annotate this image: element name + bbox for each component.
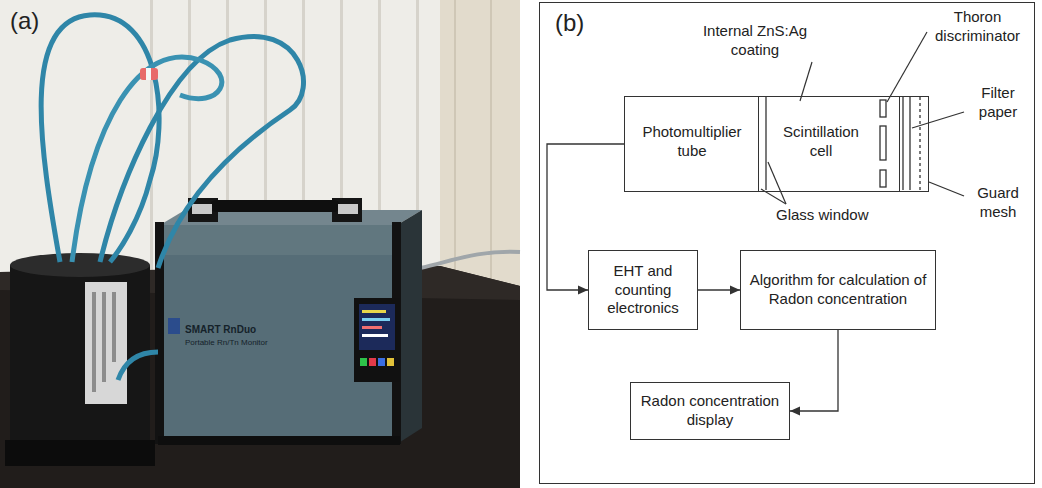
part-label: Internal ZnS:Ag coating bbox=[690, 22, 820, 60]
node-text: Scintillation cell bbox=[773, 123, 869, 161]
connector-arrow bbox=[547, 144, 624, 295]
part-label: Guard mesh bbox=[968, 184, 1028, 222]
device-photo bbox=[362, 326, 382, 329]
scintillation-cell: Scintillation cell bbox=[758, 96, 900, 192]
detector-housing: Photomultiplier tube Scintillation cell bbox=[624, 96, 929, 192]
device-photo bbox=[100, 36, 304, 268]
device-photo bbox=[10, 253, 150, 277]
device-photo bbox=[420, 252, 520, 268]
connector-arrow bbox=[790, 330, 838, 416]
node-text: Algorithm for calculation of Radon conce… bbox=[749, 271, 927, 309]
device-photo bbox=[72, 57, 222, 262]
connector-line bbox=[790, 330, 838, 411]
process-box: Algorithm for calculation of Radon conce… bbox=[740, 250, 936, 330]
device-photo bbox=[158, 436, 400, 445]
device-photo bbox=[369, 358, 376, 366]
device-photo bbox=[362, 334, 388, 337]
panel-label: (a) bbox=[10, 6, 70, 36]
device-photo bbox=[454, 0, 456, 300]
device-photo bbox=[0, 0, 520, 488]
device-photo bbox=[146, 68, 151, 80]
device-photo bbox=[168, 318, 180, 334]
device-subtitle: Portable Rn/Tn Monitor bbox=[185, 338, 345, 348]
connector-line bbox=[547, 144, 624, 290]
leader-line bbox=[761, 32, 964, 204]
detector-internals bbox=[765, 97, 766, 190]
device-photo bbox=[118, 352, 158, 380]
arrow-head bbox=[790, 407, 800, 416]
detector-internals bbox=[880, 126, 886, 160]
device-photo bbox=[160, 225, 397, 255]
device-photo bbox=[360, 358, 367, 366]
detector-internals bbox=[880, 170, 886, 187]
device-photo bbox=[140, 68, 158, 80]
part-label: Filter paper bbox=[968, 84, 1028, 122]
leader-line bbox=[887, 32, 927, 102]
device-brand: SMART RnDuo bbox=[185, 324, 345, 337]
device-photo bbox=[192, 204, 212, 214]
leader-line bbox=[768, 162, 786, 204]
detector-internals bbox=[902, 97, 903, 190]
detector-internals bbox=[880, 100, 886, 117]
part-label: Thoron discriminator bbox=[925, 8, 1030, 46]
device-photo bbox=[378, 358, 385, 366]
detector-internals bbox=[909, 97, 910, 190]
device-photo bbox=[85, 282, 127, 404]
process-box: EHT and counting electronics bbox=[588, 250, 698, 330]
display-box: Radon concentration display bbox=[630, 382, 790, 440]
arrow-head bbox=[730, 286, 740, 295]
device-photo bbox=[150, 0, 153, 280]
device-photo bbox=[5, 440, 155, 466]
node-text: Radon concentration display bbox=[639, 392, 781, 430]
device-photo bbox=[210, 200, 340, 212]
part-label: Glass window bbox=[776, 206, 896, 225]
arrow-head bbox=[578, 286, 588, 295]
leader-line bbox=[912, 112, 964, 128]
device-photo bbox=[387, 358, 394, 366]
device-photo bbox=[92, 292, 96, 392]
device-photo bbox=[0, 0, 520, 488]
leader-line bbox=[929, 182, 964, 196]
device-photo bbox=[362, 318, 390, 321]
node-text: EHT and counting electronics bbox=[597, 262, 689, 318]
node-text: Photomultiplier tube bbox=[631, 123, 753, 161]
connector-arrow bbox=[698, 286, 740, 295]
device-photo bbox=[338, 204, 358, 214]
panel-frame: (b) Photomultiplier tube Scintillation cel… bbox=[539, 2, 1035, 484]
detector-internals bbox=[766, 97, 920, 190]
device-photo bbox=[362, 310, 386, 313]
device-photo bbox=[354, 298, 400, 382]
detector-internals bbox=[919, 97, 920, 190]
device-photo bbox=[160, 225, 397, 440]
node-text: (b) bbox=[555, 8, 615, 38]
device-photo bbox=[490, 0, 492, 300]
device-photo bbox=[102, 292, 106, 382]
device-photo bbox=[112, 292, 116, 362]
device-photo bbox=[359, 304, 395, 350]
